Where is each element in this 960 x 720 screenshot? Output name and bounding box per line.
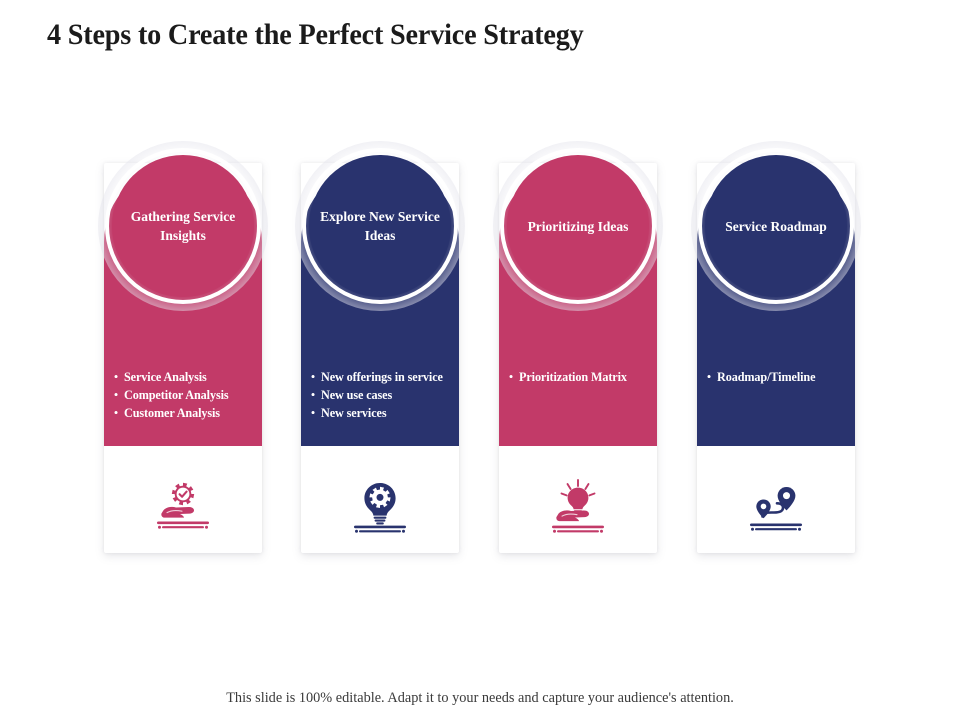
list-item: • Service Analysis xyxy=(108,368,254,386)
page-title: 4 Steps to Create the Perfect Service St… xyxy=(47,18,584,51)
step-bullet-list: • Roadmap/Timeline xyxy=(697,368,855,386)
hand-lightbulb-idea-icon xyxy=(499,461,657,553)
bullet-text: Roadmap/Timeline xyxy=(717,370,816,384)
step-bullet-list: •New offerings in service•New use cases•… xyxy=(301,368,459,422)
bullet-dot-icon: • xyxy=(508,369,514,384)
list-item: • New use cases xyxy=(305,386,451,404)
step-circle xyxy=(112,155,254,297)
step-title: Explore New Service Ideas xyxy=(320,209,440,243)
step-circle xyxy=(309,155,451,297)
list-item: • Prioritization Matrix xyxy=(503,368,649,386)
list-item: • Competitor Analysis xyxy=(108,386,254,404)
steps-container: • Service Analysis • Competitor Analysis • Cu… xyxy=(0,141,960,563)
bullet-dot-icon: • xyxy=(113,405,119,420)
circle-ring xyxy=(105,148,261,304)
bullet-dot-icon: • xyxy=(310,387,316,402)
list-item: • Roadmap/Timeline xyxy=(701,368,847,386)
bullet-text: Prioritization Matrix xyxy=(519,370,627,384)
list-item: • Customer Analysis xyxy=(108,404,254,422)
circle-ring xyxy=(698,148,854,304)
bullet-text: Service Analysis xyxy=(124,370,207,384)
bullet-dot-icon: • xyxy=(310,405,316,420)
circle-ring xyxy=(500,148,656,304)
step-title: Service Roadmap xyxy=(725,218,827,234)
hand-gear-check-icon xyxy=(104,461,262,553)
step-title: Prioritizing Ideas xyxy=(527,218,629,234)
circle-ring xyxy=(302,148,458,304)
bullet-text: New services xyxy=(321,406,387,420)
step-circle xyxy=(507,155,649,297)
step-card-explore-new-service-ideas[interactable]: •New offerings in service•New use cases•… xyxy=(295,141,465,555)
bullet-dot-icon: • xyxy=(113,369,119,384)
list-item: • New offerings in service xyxy=(305,368,451,386)
step-bullet-list: • Prioritization Matrix xyxy=(499,368,657,386)
bullet-dot-icon: • xyxy=(310,369,316,384)
bullet-dot-icon: • xyxy=(113,387,119,402)
map-route-pins-icon xyxy=(697,461,855,553)
step-card-service-roadmap[interactable]: • Roadmap/Timeline Service Roadmap xyxy=(691,141,861,555)
step-bullet-list: • Service Analysis • Competitor Analysis • Cu… xyxy=(104,368,262,422)
step-title: Gathering Service Insights xyxy=(130,209,236,243)
step-card-gathering-service-insights[interactable]: • Service Analysis • Competitor Analysis • Cu… xyxy=(98,141,268,555)
bullet-dot-icon: • xyxy=(706,369,712,384)
step-circle xyxy=(705,155,847,297)
bullet-text: Customer Analysis xyxy=(124,406,220,420)
step-card-prioritizing-ideas[interactable]: • Prioritization Matrix Prioritizing Ideas xyxy=(493,141,663,555)
bullet-text: New offerings in service xyxy=(321,370,443,384)
bullet-text: Competitor Analysis xyxy=(124,388,229,402)
lightbulb-gear-icon xyxy=(301,461,459,553)
bullet-text: New use cases xyxy=(321,388,393,402)
footer-note: This slide is 100% editable. Adapt it to… xyxy=(226,690,734,706)
list-item: • New services xyxy=(305,404,451,422)
